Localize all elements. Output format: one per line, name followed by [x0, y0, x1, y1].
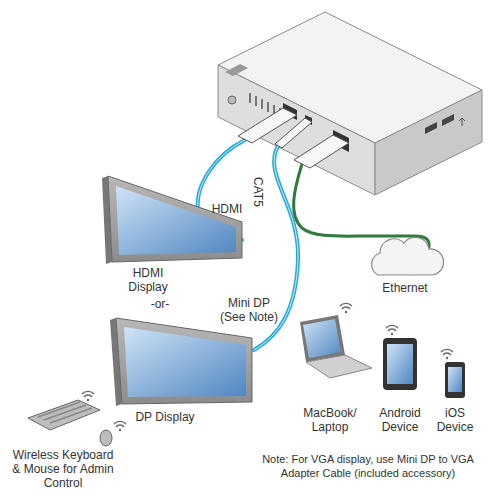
separator-text: -or-	[140, 297, 180, 311]
cable-label: Mini DP (See Note)	[218, 296, 280, 324]
cable-label: HDMI	[210, 202, 244, 216]
node-text: MacBook/ Laptop	[299, 406, 361, 434]
node-text: DP Display	[135, 410, 195, 424]
note-text: Note: For VGA display, use Mini DP to VG…	[246, 452, 490, 480]
cable-label: CAT5	[251, 172, 265, 212]
dp-display	[110, 318, 252, 406]
node-text: Ethernet	[375, 281, 435, 295]
tablet	[383, 325, 417, 390]
media-box	[218, 12, 482, 195]
device-label: iOS Device	[431, 406, 479, 434]
ethernet-cloud	[372, 237, 444, 275]
display-label: DP Display	[135, 410, 195, 424]
keyboard-mouse	[28, 391, 126, 446]
node-text: iOS Device	[431, 406, 479, 434]
laptop	[300, 303, 372, 378]
node-text: HDMI Display	[118, 266, 178, 294]
peripheral-label: Wireless Keyboard & Mouse for Admin Cont…	[8, 448, 118, 490]
node-text: Wireless Keyboard & Mouse for Admin Cont…	[8, 448, 118, 490]
node-text: Android Device	[371, 406, 429, 434]
hdmi-display	[102, 176, 242, 264]
cable-plugs	[238, 108, 349, 168]
phone	[441, 349, 465, 398]
device-label: Android Device	[371, 406, 429, 434]
device-label: MacBook/ Laptop	[299, 406, 361, 434]
network-cloud: Ethernet	[375, 281, 435, 295]
display-label: HDMI Display	[118, 266, 178, 294]
